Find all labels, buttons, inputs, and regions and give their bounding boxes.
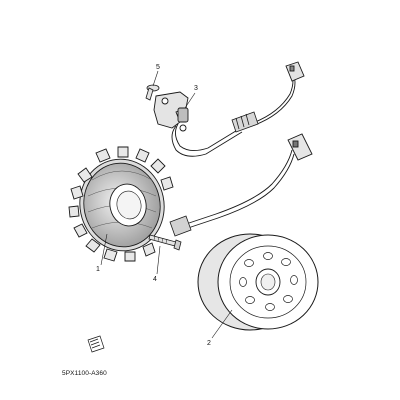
callout-5: 5: [156, 64, 160, 71]
flywheel-rotor: [197, 233, 319, 331]
document-icon: [87, 335, 105, 353]
pickup-coil-connector: [285, 61, 305, 82]
leader-lines: [100, 70, 233, 339]
screw-5: [145, 84, 160, 101]
stator-wire-grommet: [169, 215, 192, 237]
pickup-coil-wire: [171, 67, 296, 157]
stator-lead-wire: [185, 149, 295, 229]
stator-coil: [68, 146, 174, 262]
callout-2: 2: [207, 340, 211, 347]
drawing-code: 5PX1100-A360: [62, 370, 107, 377]
pickup-coil: [153, 91, 189, 132]
wire-grommet: [231, 111, 259, 133]
callout-4: 4: [153, 276, 157, 283]
bolt-4: [148, 234, 182, 251]
callout-1: 1: [96, 266, 100, 273]
stator-connector: [287, 133, 313, 161]
callout-3: 3: [194, 85, 198, 92]
